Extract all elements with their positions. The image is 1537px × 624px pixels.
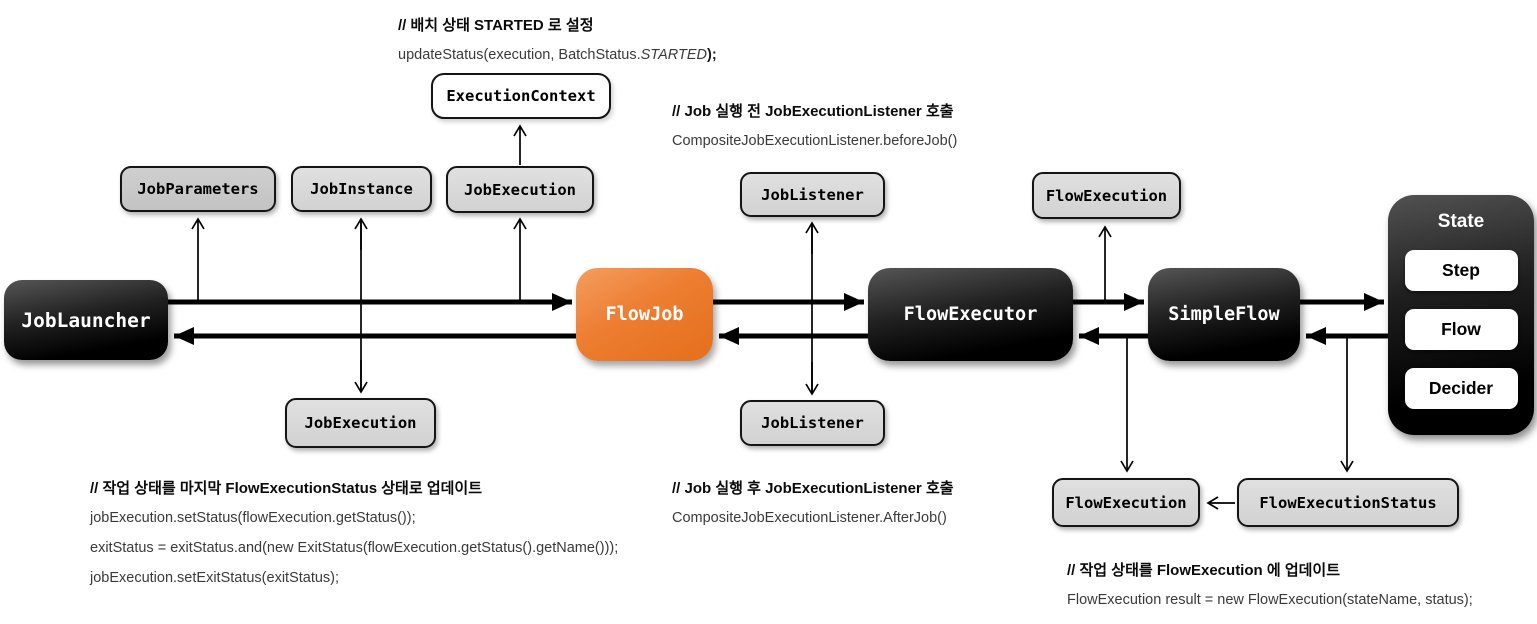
code-line: exitStatus = exitStatus.and(new ExitStat…: [90, 540, 619, 556]
code-line: FlowExecution result = new FlowExecution…: [1067, 592, 1473, 608]
annotation-update-job-status: // 작업 상태를 마지막 FlowExecutionStatus 상태로 업데…: [90, 474, 618, 593]
node-flow-execution-bottom: FlowExecution: [1052, 478, 1200, 527]
node-flow-execution-status: FlowExecutionStatus: [1237, 478, 1459, 527]
node-execution-context: ExecutionContext: [431, 73, 611, 119]
comment-line: // 작업 상태를 FlowExecution 에 업데이트: [1067, 562, 1341, 579]
state-item-decider: Decider: [1404, 368, 1518, 409]
annotation-batch-status: // 배치 상태 STARTED 로 설정 updateStatus(execu…: [398, 11, 717, 70]
node-state-group: State Step Flow Decider: [1388, 195, 1534, 435]
node-job-launcher: JobLauncher: [4, 280, 168, 360]
code-line: CompositeJobExecutionListener.AfterJob(): [672, 510, 947, 526]
state-item-step: Step: [1404, 250, 1518, 291]
node-job-listener-bottom: JobListener: [740, 400, 885, 446]
code-line: jobExecution.setStatus(flowExecution.get…: [90, 510, 416, 526]
annotation-update-flow-execution: // 작업 상태를 FlowExecution 에 업데이트 FlowExecu…: [1067, 556, 1473, 615]
node-job-instance: JobInstance: [291, 166, 432, 212]
node-flow-executor: FlowExecutor: [868, 268, 1073, 361]
node-flow-job: FlowJob: [576, 268, 713, 361]
state-item-flow: Flow: [1404, 309, 1518, 350]
comment-line: // Job 실행 후 JobExecutionListener 호출: [672, 480, 954, 497]
node-simple-flow: SimpleFlow: [1148, 268, 1300, 361]
node-job-listener-top: JobListener: [740, 172, 885, 217]
node-job-execution-top: JobExecution: [446, 166, 594, 213]
comment-line: // 작업 상태를 마지막 FlowExecutionStatus 상태로 업데…: [90, 480, 483, 497]
annotation-after-job: // Job 실행 후 JobExecutionListener 호출 Comp…: [672, 474, 954, 533]
node-job-execution-bottom: JobExecution: [285, 398, 436, 448]
comment-line: // 배치 상태 STARTED 로 설정: [398, 17, 594, 34]
node-flow-execution-top: FlowExecution: [1032, 172, 1181, 219]
code-line: CompositeJobExecutionListener.beforeJob(…: [672, 133, 958, 149]
code-line: jobExecution.setExitStatus(exitStatus);: [90, 570, 340, 586]
state-title: State: [1437, 211, 1485, 232]
comment-line: // Job 실행 전 JobExecutionListener 호출: [672, 103, 954, 120]
association-arrows: [191, 124, 1354, 510]
code-line: updateStatus(execution, BatchStatus.STAR…: [398, 47, 717, 63]
annotation-before-job: // Job 실행 전 JobExecutionListener 호출 Comp…: [672, 97, 957, 156]
node-job-parameters: JobParameters: [120, 166, 276, 212]
